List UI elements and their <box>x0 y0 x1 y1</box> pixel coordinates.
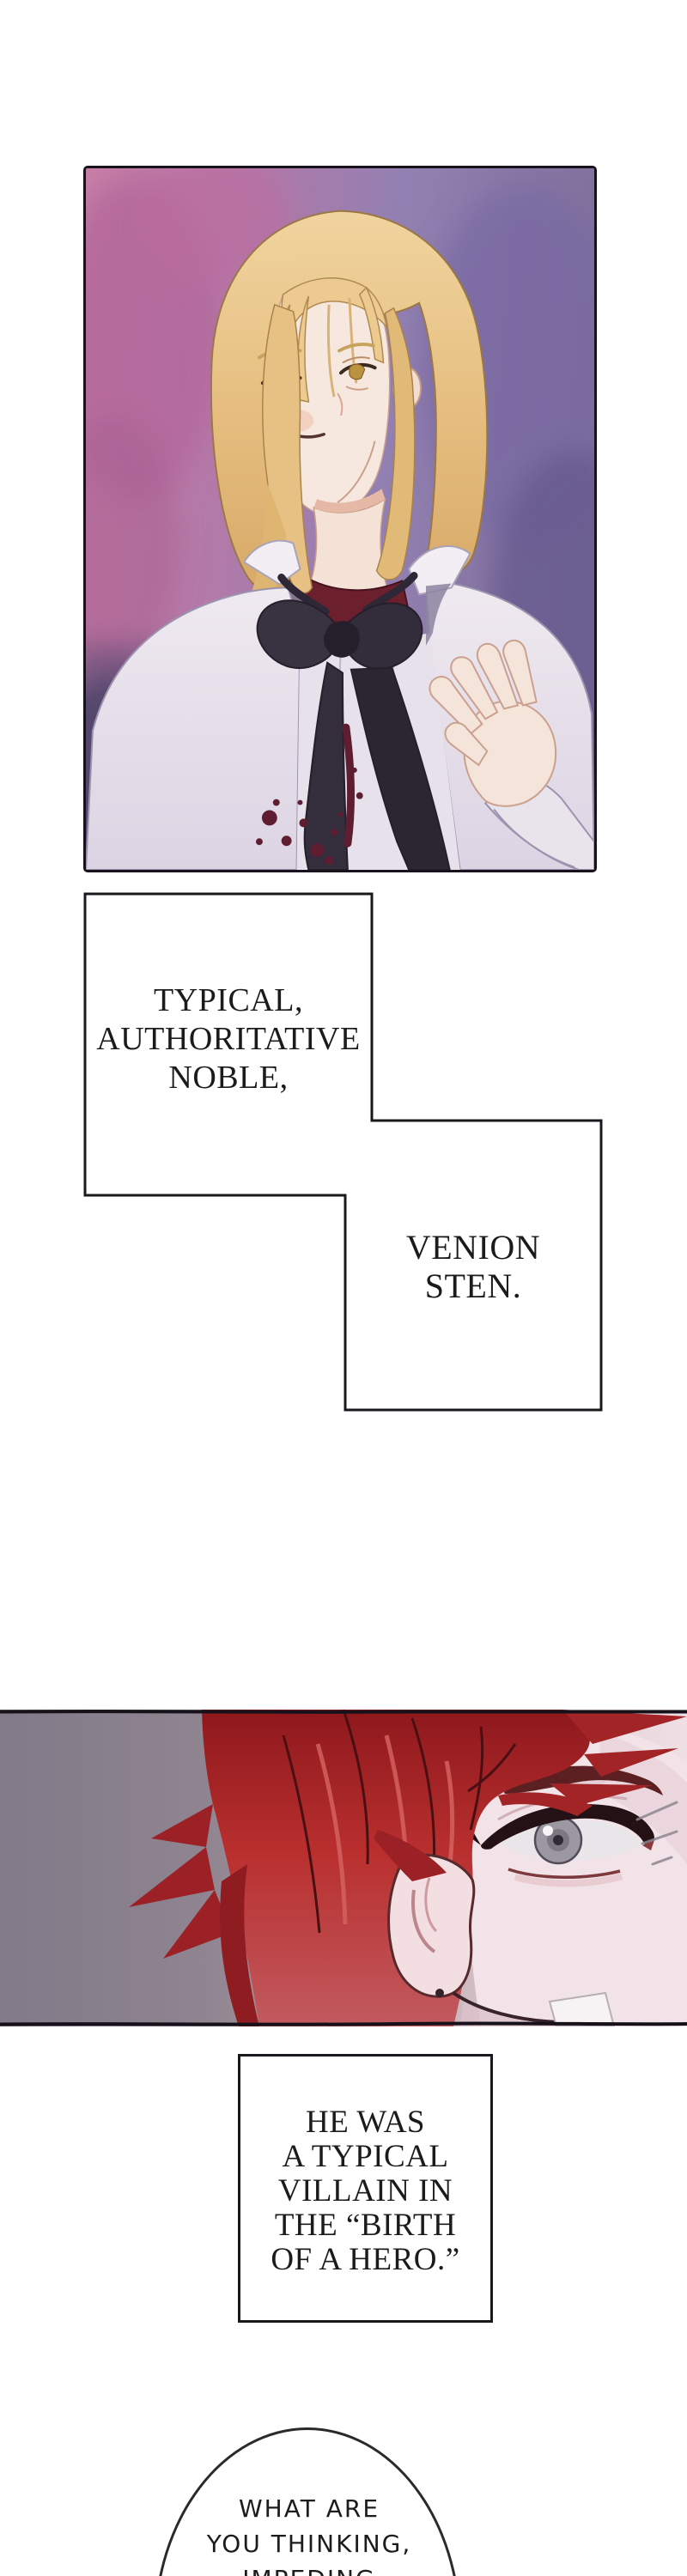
narration-line: TYPICAL, <box>154 982 303 1018</box>
villain-illustration <box>0 1710 687 2026</box>
dialogue-line: WHAT ARE <box>238 2494 380 2523</box>
narration-box-compound <box>83 892 603 1412</box>
narration-line: HE WAS <box>305 2105 426 2140</box>
narration-box-birth-of-a-hero <box>238 2054 493 2323</box>
narration-line: A TYPICAL <box>282 2139 449 2174</box>
narration-text-birth-of-a-hero: HE WAS A TYPICAL VILLAIN IN THE “BIRTH O… <box>238 2105 493 2277</box>
villain-earring <box>435 1989 444 1997</box>
noble-bangs <box>274 277 388 405</box>
narration-line: AUTHORITATIVE <box>96 1021 361 1057</box>
narration-line: STEN. <box>424 1267 522 1305</box>
panel-illustration-noble <box>83 166 597 872</box>
narration-text-venion-sten: VENION STEN. <box>345 1228 601 1305</box>
narration-line: OF A HERO.” <box>271 2242 460 2277</box>
panel-illustration-villain-eyes <box>0 1710 687 2026</box>
panel2-bottom-border <box>0 2021 687 2026</box>
villain-scar-lines <box>635 1801 678 1866</box>
dialogue-line: YOU THINKING, <box>206 2530 412 2558</box>
noble-hand <box>429 639 594 870</box>
narration-line: VENION <box>405 1228 541 1267</box>
narration-box-outline <box>83 892 603 1412</box>
blood-spatter <box>255 723 363 866</box>
dialogue-line: IMPEDING <box>180 2561 438 2576</box>
noble-brow-right <box>337 343 375 353</box>
panel2-top-border <box>0 1710 687 1714</box>
villain-ear <box>374 1830 476 1998</box>
noble-ribbon-bow <box>256 572 451 870</box>
noble-figure <box>86 210 594 870</box>
villain-hair <box>129 1710 687 2026</box>
narration-line: THE “BIRTH <box>274 2208 457 2243</box>
villain-eye <box>457 1795 655 1887</box>
narration-line: VILLAIN IN <box>277 2173 453 2208</box>
speech-bubble-text: WHAT ARE YOU THINKING, IMPEDING <box>180 2491 438 2576</box>
narration-text-typical-noble: TYPICAL, AUTHORITATIVE NOBLE, <box>85 981 372 1097</box>
narration-line: NOBLE, <box>168 1060 289 1096</box>
noble-illustration <box>86 168 594 870</box>
